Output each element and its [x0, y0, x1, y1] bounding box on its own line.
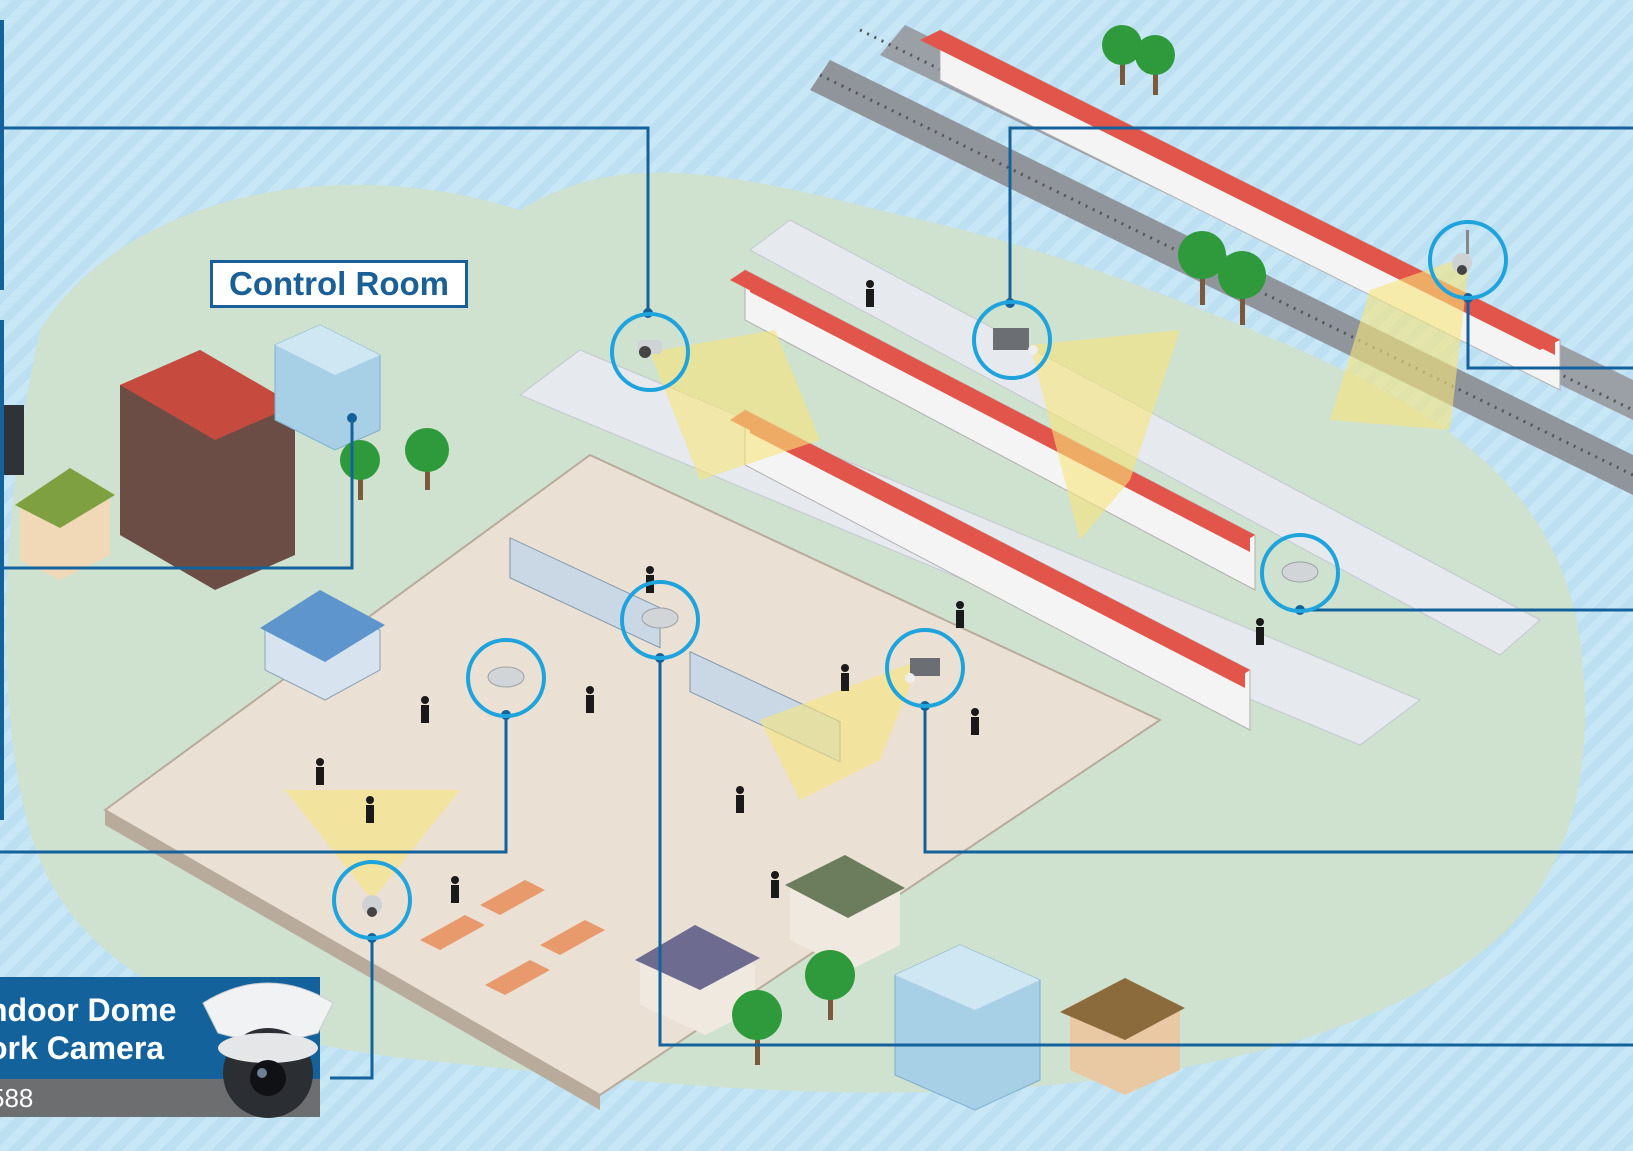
building-icon — [894, 944, 1041, 1111]
camera-ring-platform-ptz[interactable] — [610, 312, 690, 392]
product-model: 588 — [0, 1083, 34, 1113]
station-hut-roof — [785, 855, 905, 918]
house-icon — [1060, 978, 1185, 1095]
camera-ring-track-ptz[interactable] — [1428, 220, 1508, 300]
dome-camera-photo-icon — [202, 982, 334, 1118]
product-name-line2: ork Camera — [0, 1030, 165, 1066]
product-name-line1: ndoor Dome — [0, 992, 177, 1028]
bench-icon — [420, 880, 605, 995]
tree-icon — [340, 25, 1266, 1065]
control-room-label-text: Control Room — [229, 265, 449, 302]
train-icon — [730, 409, 1251, 731]
ptz-dome-camera-icon — [1452, 230, 1472, 275]
box-camera-icon — [905, 658, 940, 683]
control-room-label: Control Room — [210, 260, 468, 308]
camera-ring-ticket-dome[interactable] — [466, 638, 546, 718]
camera-ring-train-dome[interactable] — [1260, 533, 1340, 613]
product-card-band — [0, 977, 218, 1079]
ptz-dome-camera-icon — [362, 895, 382, 917]
box-camera-icon — [993, 328, 1038, 355]
ceiling-dome-camera-icon — [1281, 561, 1319, 583]
camera-ring-plaza-ptz[interactable] — [332, 860, 412, 940]
camera-coverage-cones — [285, 255, 1470, 900]
station-kiosk-roof — [260, 590, 385, 662]
platform-upper — [749, 219, 1541, 656]
camera-ring-concourse-dome[interactable] — [620, 580, 700, 660]
left-panel-frame — [0, 20, 4, 290]
left-panel-frame — [0, 320, 4, 820]
concourse-wall — [105, 810, 600, 1110]
ceiling-dome-camera-icon — [487, 666, 525, 688]
building-icon — [120, 350, 295, 590]
ceiling-dome-camera-icon — [641, 607, 679, 629]
camera-ring-gate-box[interactable] — [885, 628, 965, 708]
camera-ring-platform-box[interactable] — [972, 300, 1052, 380]
house-icon — [15, 468, 115, 580]
station-hut-roof — [635, 925, 760, 990]
ptz-dome-camera-icon — [638, 340, 662, 358]
product-name: ndoor Dome ork Camera — [0, 991, 176, 1067]
person-icon — [316, 280, 1264, 903]
connector-lines — [0, 126, 1633, 1080]
